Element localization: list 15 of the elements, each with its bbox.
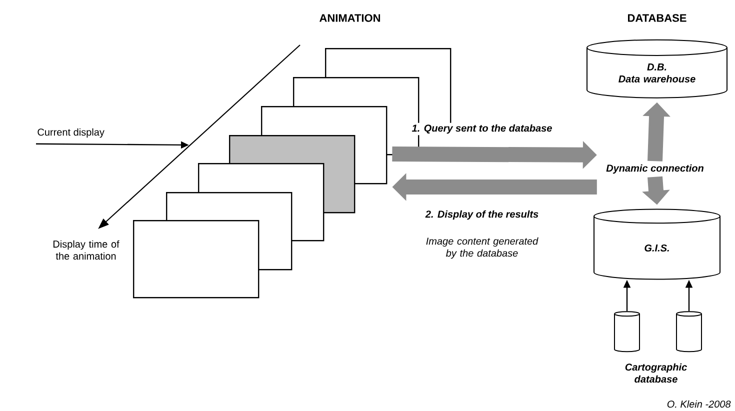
credit-text: O. Klein -2008 xyxy=(667,400,731,408)
caption-text: Cartographic database xyxy=(625,363,687,383)
edge-label: 2. Display of the results xyxy=(424,208,540,222)
axis-label: Display time of the animation xyxy=(53,240,120,260)
note-text: Image content generated by the database xyxy=(426,237,538,259)
heading: ANIMATION xyxy=(320,14,380,22)
heading: DATABASE xyxy=(628,14,686,22)
small-cylinder xyxy=(614,311,640,352)
node-text: Dynamic connection xyxy=(606,164,704,174)
edge-label: 1. Query sent to the database xyxy=(410,122,554,136)
frame-box xyxy=(133,220,260,298)
database-cylinder: G.I.S. xyxy=(594,208,720,280)
database-cylinder: D.B. Data warehouse xyxy=(586,39,728,98)
small-cylinder xyxy=(676,311,702,352)
node-text: Current display xyxy=(38,128,104,138)
